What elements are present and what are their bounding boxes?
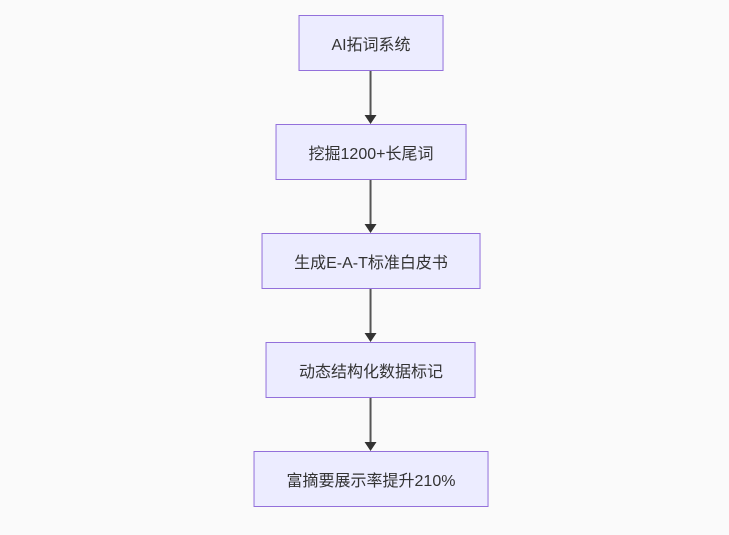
node-label: 生成E-A-T标准白皮书 — [294, 255, 448, 272]
node-label: 挖掘1200+长尾词 — [308, 146, 434, 163]
flowchart-arrow-3 — [364, 289, 378, 342]
arrowhead-icon — [365, 224, 377, 233]
flowchart-node-ai-system: AI拓词系统 — [298, 15, 444, 71]
edge-line — [370, 71, 372, 118]
edge-line — [370, 180, 372, 227]
node-label: AI拓词系统 — [331, 37, 411, 54]
flowchart: AI拓词系统 挖掘1200+长尾词 生成E-A-T标准白皮书 动态结构化数据标记… — [253, 15, 489, 507]
edge-line — [370, 398, 372, 445]
flowchart-node-longtail-keywords: 挖掘1200+长尾词 — [275, 124, 467, 180]
node-label: 动态结构化数据标记 — [298, 364, 443, 381]
arrowhead-icon — [365, 333, 377, 342]
flowchart-node-rich-snippet-result: 富摘要展示率提升210% — [253, 451, 489, 507]
flowchart-node-structured-data: 动态结构化数据标记 — [265, 342, 476, 398]
edge-line — [370, 289, 372, 336]
arrowhead-icon — [365, 115, 377, 124]
flowchart-arrow-2 — [364, 180, 378, 233]
flowchart-arrow-4 — [364, 398, 378, 451]
node-label: 富摘要展示率提升210% — [286, 473, 456, 490]
arrowhead-icon — [365, 442, 377, 451]
flowchart-arrow-1 — [364, 71, 378, 124]
flowchart-node-eat-whitepaper: 生成E-A-T标准白皮书 — [261, 233, 481, 289]
